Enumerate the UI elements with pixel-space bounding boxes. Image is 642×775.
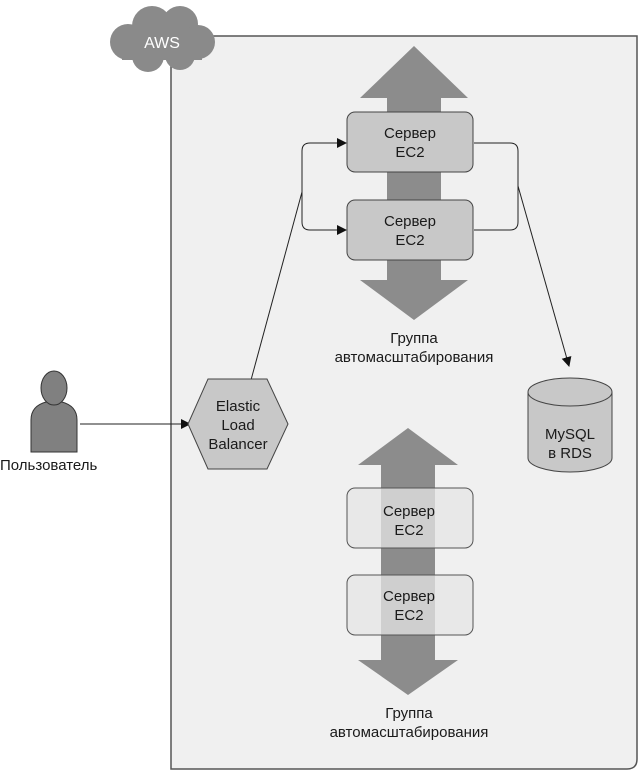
server-label: Сервер bbox=[384, 213, 436, 230]
aws-container bbox=[170, 35, 638, 770]
mysql-rds-database[interactable]: MySQL в RDS bbox=[527, 377, 613, 473]
server-label: EC2 bbox=[394, 522, 423, 539]
server-label: EC2 bbox=[395, 232, 424, 249]
server-ec2[interactable]: Сервер EC2 bbox=[346, 199, 474, 261]
aws-cloud-icon bbox=[110, 6, 215, 72]
group-label: автомасштабирования bbox=[330, 724, 489, 741]
lb-label: Elastic bbox=[216, 398, 261, 415]
server-label: Сервер bbox=[383, 503, 435, 520]
group-label: Группа bbox=[390, 330, 438, 347]
elastic-load-balancer[interactable]: Elastic Load Balancer bbox=[187, 378, 289, 470]
branch-to-server-1 bbox=[301, 142, 347, 235]
group-label: автомасштабирования bbox=[335, 349, 494, 366]
server-ec2-inactive[interactable]: Сервер EC2 bbox=[346, 487, 474, 549]
lb-label: Balancer bbox=[208, 436, 267, 453]
user-icon bbox=[30, 370, 78, 453]
db-label: MySQL bbox=[545, 426, 595, 443]
lb-to-servers-line bbox=[250, 191, 303, 381]
lb-label: Load bbox=[221, 417, 254, 434]
server-label: EC2 bbox=[394, 607, 423, 624]
server-ec2-inactive[interactable]: Сервер EC2 bbox=[346, 574, 474, 636]
db-label: в RDS bbox=[548, 445, 592, 462]
aws-label: AWS bbox=[144, 35, 180, 52]
server-label: EC2 bbox=[395, 144, 424, 161]
server-label: Сервер bbox=[384, 125, 436, 142]
user-label: Пользователь bbox=[0, 457, 98, 474]
server-label: Сервер bbox=[383, 588, 435, 605]
server-ec2[interactable]: Сервер EC2 bbox=[346, 111, 474, 173]
group-label: Группа bbox=[385, 705, 433, 722]
servers-to-db-line bbox=[517, 185, 572, 367]
